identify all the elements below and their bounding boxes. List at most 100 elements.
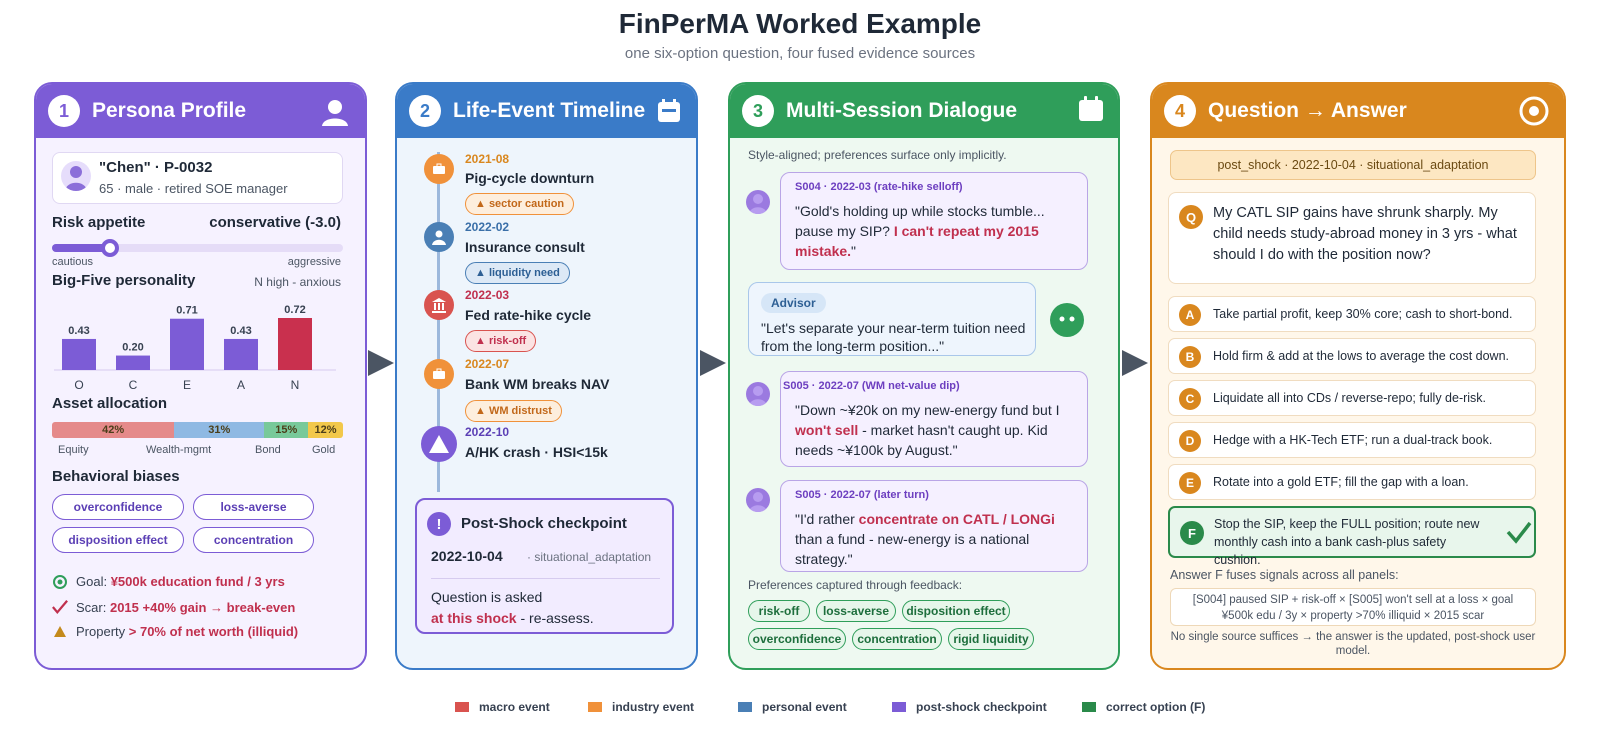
bank-icon bbox=[432, 298, 446, 313]
panel-title: Question → Answer bbox=[1208, 99, 1407, 122]
panel-header: 4 Question → Answer bbox=[1152, 84, 1564, 138]
user-turn-bubble: S005 · 2022-07 (later turn) "I'd rather … bbox=[780, 480, 1088, 572]
persona-card: "Chen" · P-0032 65 · male · retired SOE … bbox=[52, 152, 343, 204]
preferences-label: Preferences captured through feedback: bbox=[748, 578, 963, 592]
allocation-label: Gold bbox=[312, 444, 336, 456]
option-letter: E bbox=[1179, 472, 1201, 494]
scar-prefix: Scar: bbox=[76, 599, 107, 615]
legend-swatch bbox=[738, 702, 752, 712]
panel-header: 2 Life-Event Timeline bbox=[397, 84, 696, 138]
panel-number: 3 bbox=[742, 95, 774, 127]
bigfive-category-label: C bbox=[129, 378, 138, 392]
event-date: 2021-08 bbox=[465, 152, 510, 166]
option-letter: C bbox=[1179, 388, 1201, 410]
option-c[interactable]: C Liquidate all into CDs / reverse-repo;… bbox=[1168, 380, 1536, 416]
goal-row: Goal: ¥500k education fund / 3 yrs bbox=[52, 574, 285, 589]
persona-profile-panel: 1 Persona Profile "Chen" · P-0032 65 · m… bbox=[34, 82, 367, 670]
option-text: Rotate into a gold ETF; fill the gap wit… bbox=[1213, 475, 1469, 489]
bigfive-value-label: 0.71 bbox=[176, 305, 197, 317]
option-text: Liquidate all into CDs / reverse-repo; f… bbox=[1213, 391, 1487, 405]
timeline-node-macro bbox=[424, 290, 454, 320]
panel-number: 1 bbox=[48, 95, 80, 127]
event-date: 2022-02 bbox=[465, 220, 510, 234]
life-event-timeline-panel: 2 Life-Event Timeline 2021-08 Pig-cycle … bbox=[395, 82, 698, 670]
legend-checkpoint: post-shock checkpoint bbox=[892, 700, 1047, 714]
bias-loss-averse: loss-averse bbox=[193, 494, 314, 520]
advisor-label: Advisor bbox=[761, 293, 826, 313]
event-tag: ▲ WM distrust bbox=[465, 400, 562, 422]
bigfive-bar-n bbox=[278, 318, 312, 370]
option-f-correct[interactable]: F Stop the SIP, keep the FULL position; … bbox=[1168, 506, 1536, 567]
risk-slider-fill bbox=[52, 244, 111, 252]
legend-label: personal event bbox=[762, 700, 847, 714]
checkpoint-title: Post-Shock checkpoint bbox=[461, 515, 627, 532]
checkpoint-type: · situational_adaptation bbox=[527, 550, 652, 564]
fuse-text: [S004] paused SIP + risk-off × [S005] wo… bbox=[1170, 588, 1536, 626]
fuse-label: Answer F fuses signals across all panels… bbox=[1170, 568, 1399, 582]
user-turn-bubble: S005 · 2022-07 (WM net-value dip) "Down … bbox=[780, 371, 1088, 467]
timeline-node-industry bbox=[424, 154, 454, 184]
bigfive-category-label: E bbox=[183, 378, 191, 392]
checkpoint-text-rest: - re-assess. bbox=[516, 610, 594, 626]
turn-text: "I'd rather concentrate on CATL / LONGi … bbox=[795, 511, 1055, 567]
bigfive-value-label: 0.43 bbox=[230, 325, 251, 337]
event-tag: ▲ risk-off bbox=[465, 330, 537, 352]
pref-loss-averse: loss-averse bbox=[816, 600, 896, 622]
legend-swatch bbox=[455, 702, 469, 712]
risk-appetite-value: conservative (-3.0) bbox=[209, 214, 341, 231]
scar-row: Scar: 2015 +40% gain → break-even bbox=[52, 599, 295, 615]
property-value: > 70% of net worth (illiquid) bbox=[128, 624, 299, 639]
allocation-segment-bond: 15% bbox=[264, 422, 309, 438]
turn-emphasis: concentrate on CATL / LONGi bbox=[858, 511, 1055, 527]
panel-header: 1 Persona Profile bbox=[36, 84, 365, 138]
turn-text: "Gold's holding up while stocks tumble..… bbox=[795, 203, 1045, 259]
biases-label: Behavioral biases bbox=[52, 468, 180, 485]
turn-emphasis: won't sell bbox=[795, 422, 859, 438]
bigfive-category-label: O bbox=[74, 378, 83, 392]
divider bbox=[431, 578, 660, 579]
timeline-line bbox=[437, 152, 440, 492]
panel-title: Persona Profile bbox=[92, 99, 247, 122]
checkpoint-date: 2022-10-04 bbox=[431, 548, 503, 564]
option-d[interactable]: D Hedge with a HK-Tech ETF; run a dual-t… bbox=[1168, 422, 1536, 458]
allocation-label: Equity bbox=[58, 444, 89, 456]
checkpoint-emphasis: at this shock bbox=[431, 610, 517, 626]
allocation-label: Wealth-mgmt bbox=[146, 444, 212, 456]
triangle-icon bbox=[429, 435, 449, 453]
question-card: Q My CATL SIP gains have shrunk sharply.… bbox=[1168, 192, 1536, 284]
event-title: A/HK crash · HSI<15k bbox=[465, 444, 608, 460]
timeline-node-checkpoint bbox=[421, 426, 457, 462]
legend-swatch bbox=[892, 702, 906, 712]
option-e[interactable]: E Rotate into a gold ETF; fill the gap w… bbox=[1168, 464, 1536, 500]
calendar-icon bbox=[1079, 96, 1103, 121]
user-avatar bbox=[746, 488, 770, 512]
event-tag: ▲ sector caution bbox=[465, 193, 575, 215]
persona-description: 65 · male · retired SOE manager bbox=[99, 181, 288, 196]
checkpoint-text-2: at this shock - re-assess. bbox=[431, 610, 594, 626]
goal-value: ¥500k education fund / 3 yrs bbox=[110, 574, 285, 589]
legend-personal: personal event bbox=[738, 700, 847, 714]
user-avatar bbox=[746, 190, 770, 214]
briefcase-icon bbox=[433, 163, 445, 174]
question-text: My CATL SIP gains have shrunk sharply. M… bbox=[1213, 205, 1517, 263]
option-a[interactable]: A Take partial profit, keep 30% core; ca… bbox=[1168, 296, 1536, 332]
advisor-text: "Let's separate your near-term tuition n… bbox=[761, 320, 1026, 354]
warning-icon bbox=[54, 626, 66, 637]
risk-max-label: aggressive bbox=[287, 256, 341, 268]
pref-risk-off: risk-off bbox=[748, 600, 810, 622]
pref-disposition-effect: disposition effect bbox=[902, 600, 1010, 622]
briefcase-icon bbox=[433, 368, 445, 379]
property-prefix: Property bbox=[76, 624, 126, 639]
flow-arrow-1 bbox=[368, 350, 394, 376]
flow-arrow-3 bbox=[1122, 350, 1148, 376]
event-title: Pig-cycle downturn bbox=[465, 170, 595, 186]
option-text: Take partial profit, keep 30% core; cash… bbox=[1213, 307, 1513, 321]
question-meta: post_shock · 2022-10-04 · situational_ad… bbox=[1170, 150, 1536, 180]
event-date: 2022-07 bbox=[465, 357, 510, 371]
option-b[interactable]: B Hold firm & add at the lows to average… bbox=[1168, 338, 1536, 374]
advisor-chat-icon bbox=[1050, 303, 1084, 337]
question-answer-panel: 4 Question → Answer post_shock · 2022-10… bbox=[1150, 82, 1566, 670]
allocation-segment-wealth-mgmt: 31% bbox=[174, 422, 265, 438]
